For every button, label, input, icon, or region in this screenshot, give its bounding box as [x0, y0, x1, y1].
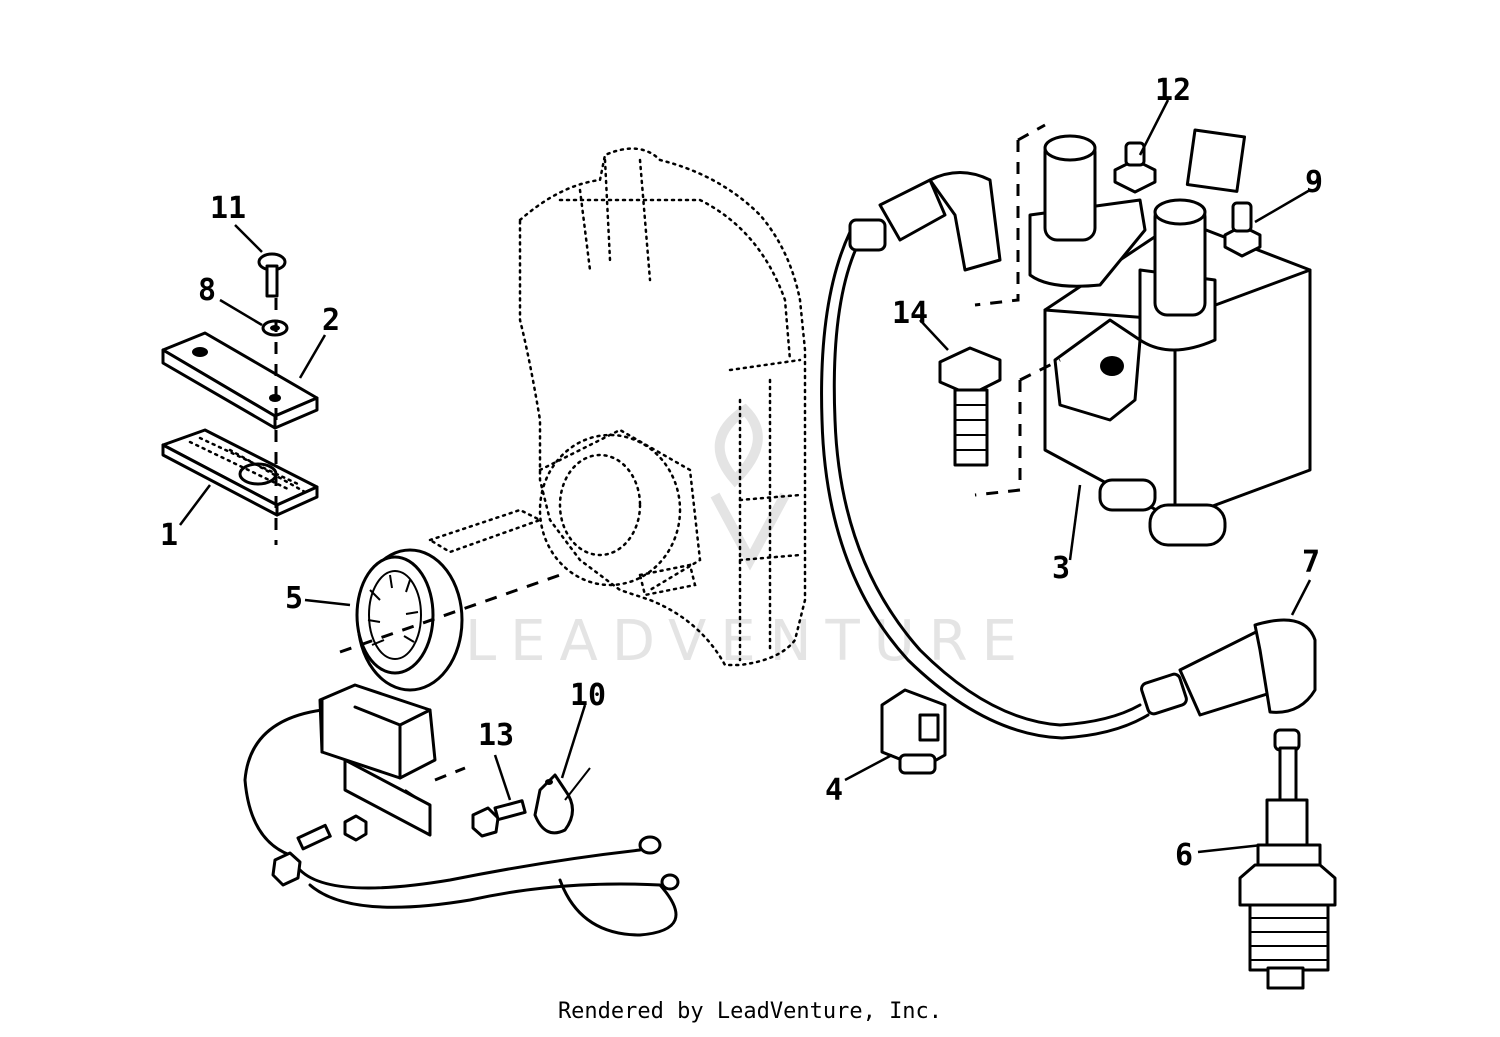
callout-12: 12 — [1155, 73, 1191, 108]
part-seal-5 — [355, 548, 464, 692]
footer-credit: Rendered by LeadVenture, Inc. — [557, 999, 943, 1024]
callout-4: 4 — [825, 773, 843, 808]
callout-10: 10 — [570, 678, 606, 713]
part-boot-7 — [1140, 618, 1317, 717]
part-blower-housing — [427, 147, 807, 667]
part-ignition-module — [318, 683, 437, 837]
part-boot-upper — [848, 171, 1002, 272]
part-bolt-14 — [938, 346, 1002, 467]
callout-2: 2 — [322, 303, 340, 338]
part-nut — [343, 814, 368, 842]
callout-labels: 11 8 2 1 5 3 4 6 7 9 10 12 13 14 — [160, 73, 1323, 873]
callout-6: 6 — [1175, 838, 1193, 873]
part-ring-terminal-2 — [660, 873, 680, 891]
part-clamp-10 — [533, 773, 574, 835]
callout-3: 3 — [1052, 551, 1070, 586]
part-gasket-1 — [161, 428, 319, 517]
callout-14: 14 — [892, 296, 928, 331]
part-screw-13 — [471, 799, 527, 838]
callout-7: 7 — [1302, 545, 1320, 580]
part-spark-plug-6 — [1238, 728, 1337, 990]
part-terminal-9 — [1223, 201, 1262, 258]
watermark: LEADVENTURE — [465, 403, 1031, 674]
part-screw-11 — [257, 252, 287, 298]
callout-5: 5 — [285, 581, 303, 616]
callout-1: 1 — [160, 518, 178, 553]
part-ignition-coil-3 — [1028, 128, 1312, 547]
part-plate-2 — [161, 331, 319, 430]
part-terminal-12 — [1113, 141, 1157, 194]
callout-11: 11 — [210, 191, 246, 226]
watermark-logo-icon — [710, 403, 790, 571]
part-connector-4 — [880, 688, 947, 775]
part-ring-terminal — [638, 835, 662, 855]
leader-lines — [179, 99, 1312, 854]
callout-8: 8 — [198, 273, 216, 308]
callout-9: 9 — [1305, 165, 1323, 200]
callout-13: 13 — [478, 718, 514, 753]
part-ground-screw — [271, 823, 332, 887]
watermark-text: LEADVENTURE — [465, 609, 1031, 674]
